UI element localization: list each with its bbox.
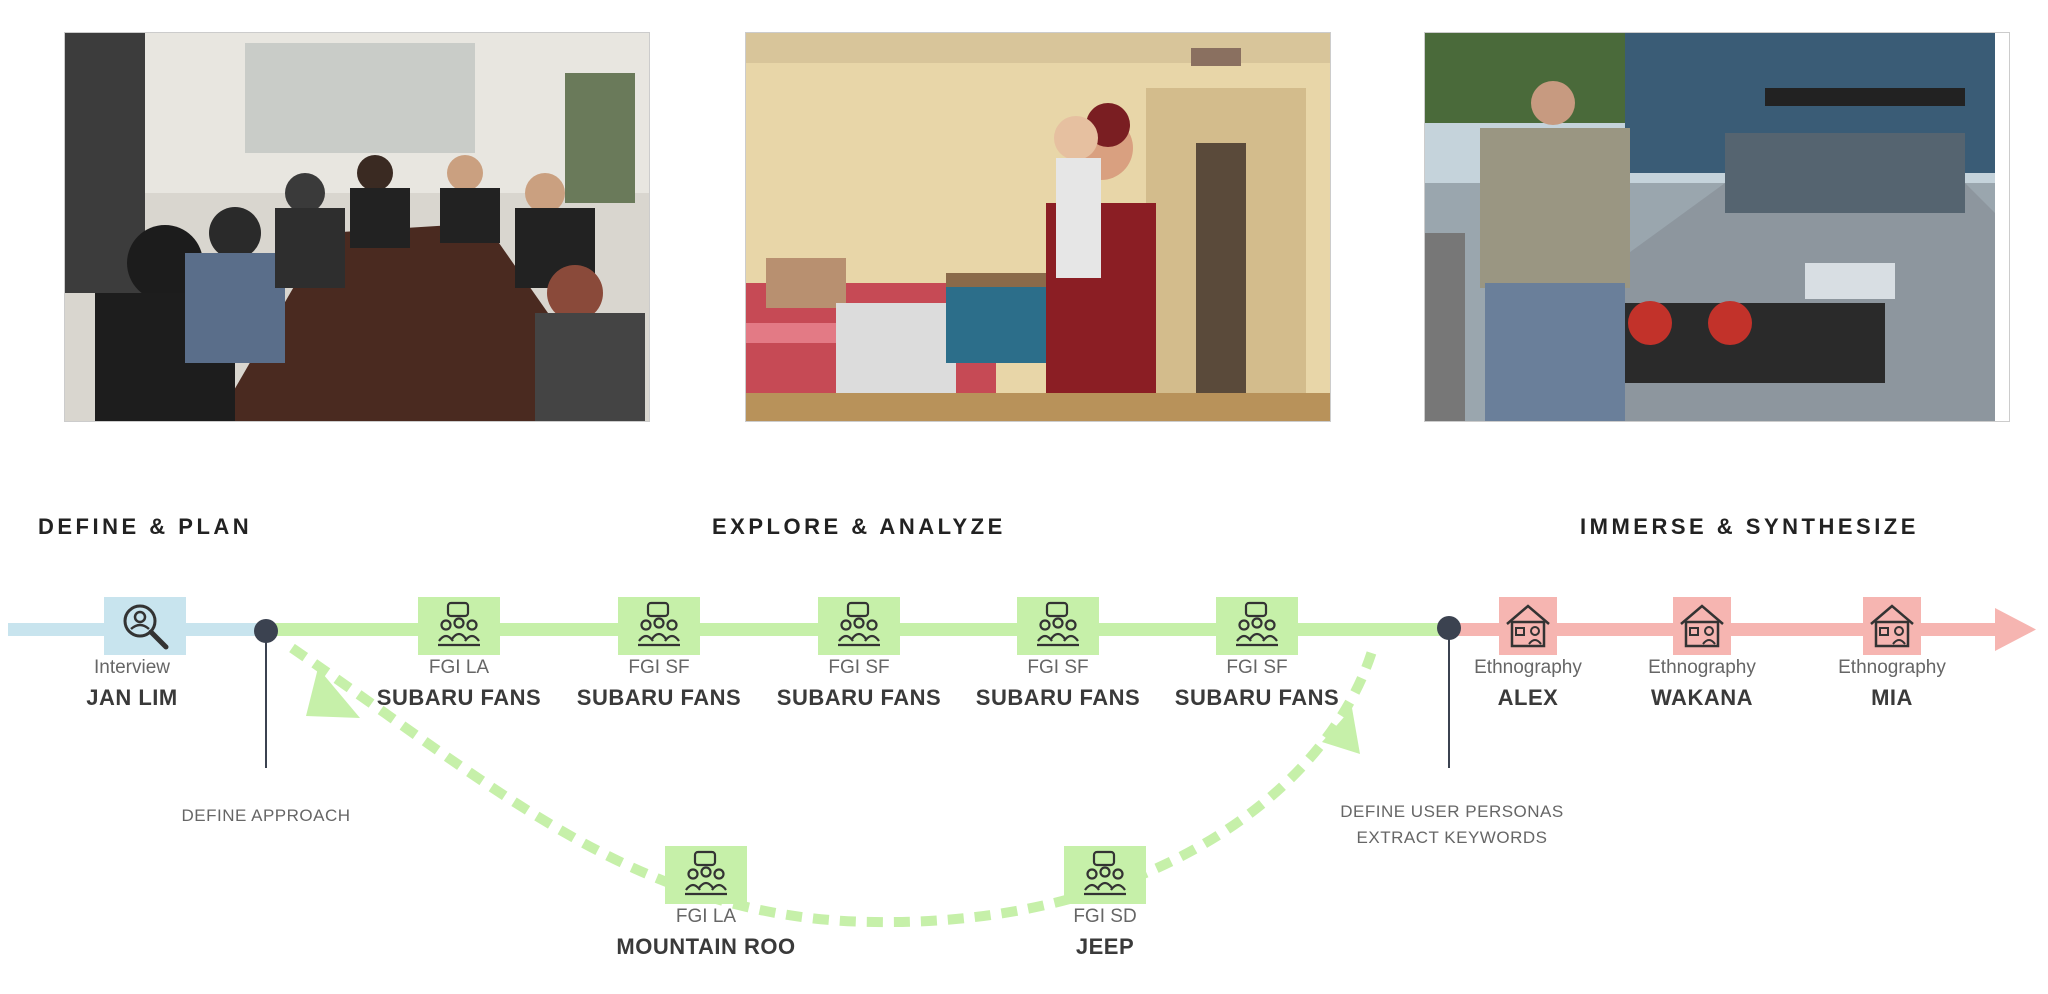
- interview-method-label: Interview: [93, 657, 171, 678]
- car-owner-illustration: [1425, 33, 1995, 421]
- group-chat-icon: [685, 850, 727, 896]
- branch-arrowhead-left: [306, 668, 360, 718]
- fgi-1-method-label: FGI LA: [428, 657, 490, 678]
- ethnography-node-3: [1863, 597, 1921, 655]
- fgi-node-2: [618, 597, 700, 655]
- phase-define-plan: DEFINE & PLAN: [38, 514, 253, 539]
- fgi-5-name-label: SUBARU FANS: [1174, 685, 1340, 710]
- fgi-branch-1-method-label: FGI LA: [675, 906, 737, 927]
- group-chat-icon: [638, 601, 680, 647]
- group-chat-icon: [1037, 601, 1079, 647]
- interview-name-label: JAN LIM: [86, 685, 178, 710]
- house-person-icon: [1506, 604, 1550, 648]
- fgi-branch-2-name-label: JEEP: [1075, 934, 1135, 959]
- group-chat-icon: [438, 601, 480, 647]
- ethnography-node-2: [1673, 597, 1731, 655]
- milestone-keywords-label: EXTRACT KEYWORDS: [1356, 828, 1548, 847]
- fgi-node-3: [818, 597, 900, 655]
- fgi-4-method-label: FGI SF: [1027, 657, 1089, 678]
- fgi-2-name-label: SUBARU FANS: [576, 685, 742, 710]
- interview-node: [104, 597, 186, 655]
- ethnography-3-method-label: Ethnography: [1838, 657, 1946, 678]
- branch-arrowhead-right: [1322, 708, 1360, 754]
- fgi-node-5: [1216, 597, 1298, 655]
- fgi-branch-node-1: [665, 846, 747, 904]
- milestone-personas-label: DEFINE USER PERSONAS: [1340, 802, 1564, 821]
- fgi-1-name-label: SUBARU FANS: [376, 685, 542, 710]
- fgi-2-method-label: FGI SF: [628, 657, 690, 678]
- fgi-4-name-label: SUBARU FANS: [975, 685, 1141, 710]
- ethnography-2-name-label: WAKANA: [1651, 685, 1753, 710]
- fgi-branch-1-name-label: MOUNTAIN ROO: [616, 934, 796, 959]
- fgi-branch-node-2: [1064, 846, 1146, 904]
- magnifier-person-icon: [123, 604, 169, 650]
- fgi-node-1: [418, 597, 500, 655]
- fgi-5-method-label: FGI SF: [1226, 657, 1288, 678]
- house-person-icon: [1680, 604, 1724, 648]
- group-chat-icon: [1236, 601, 1278, 647]
- phase-explore-analyze: EXPLORE & ANALYZE: [712, 514, 1006, 539]
- branch-loop-path: [289, 643, 1378, 928]
- fgi-branch-2-method-label: FGI SD: [1073, 906, 1137, 927]
- fgi-3-method-label: FGI SF: [828, 657, 890, 678]
- ethnography-1-name-label: ALEX: [1497, 685, 1559, 710]
- phase-immerse-synthesize: IMMERSE & SYNTHESIZE: [1580, 514, 1919, 539]
- group-chat-icon: [838, 601, 880, 647]
- photo-group-discussion: [64, 32, 650, 422]
- photo-man-with-subaru: [1424, 32, 2010, 422]
- milestone-dot-personas: [1437, 616, 1461, 640]
- home-visit-illustration: [746, 33, 1330, 421]
- photo-mother-and-child: [745, 32, 1331, 422]
- fgi-node-4: [1017, 597, 1099, 655]
- group-discussion-illustration: [65, 33, 649, 421]
- timeline-arrowhead: [1995, 608, 2036, 651]
- ethnography-2-method-label: Ethnography: [1648, 657, 1756, 678]
- ethnography-1-method-label: Ethnography: [1474, 657, 1582, 678]
- milestone-approach-label: DEFINE APPROACH: [181, 806, 351, 825]
- fgi-3-name-label: SUBARU FANS: [776, 685, 942, 710]
- milestone-dot-approach: [254, 619, 278, 643]
- group-chat-icon: [1084, 850, 1126, 896]
- house-person-icon: [1870, 604, 1914, 648]
- ethnography-3-name-label: MIA: [1871, 685, 1913, 710]
- ethnography-node-1: [1499, 597, 1557, 655]
